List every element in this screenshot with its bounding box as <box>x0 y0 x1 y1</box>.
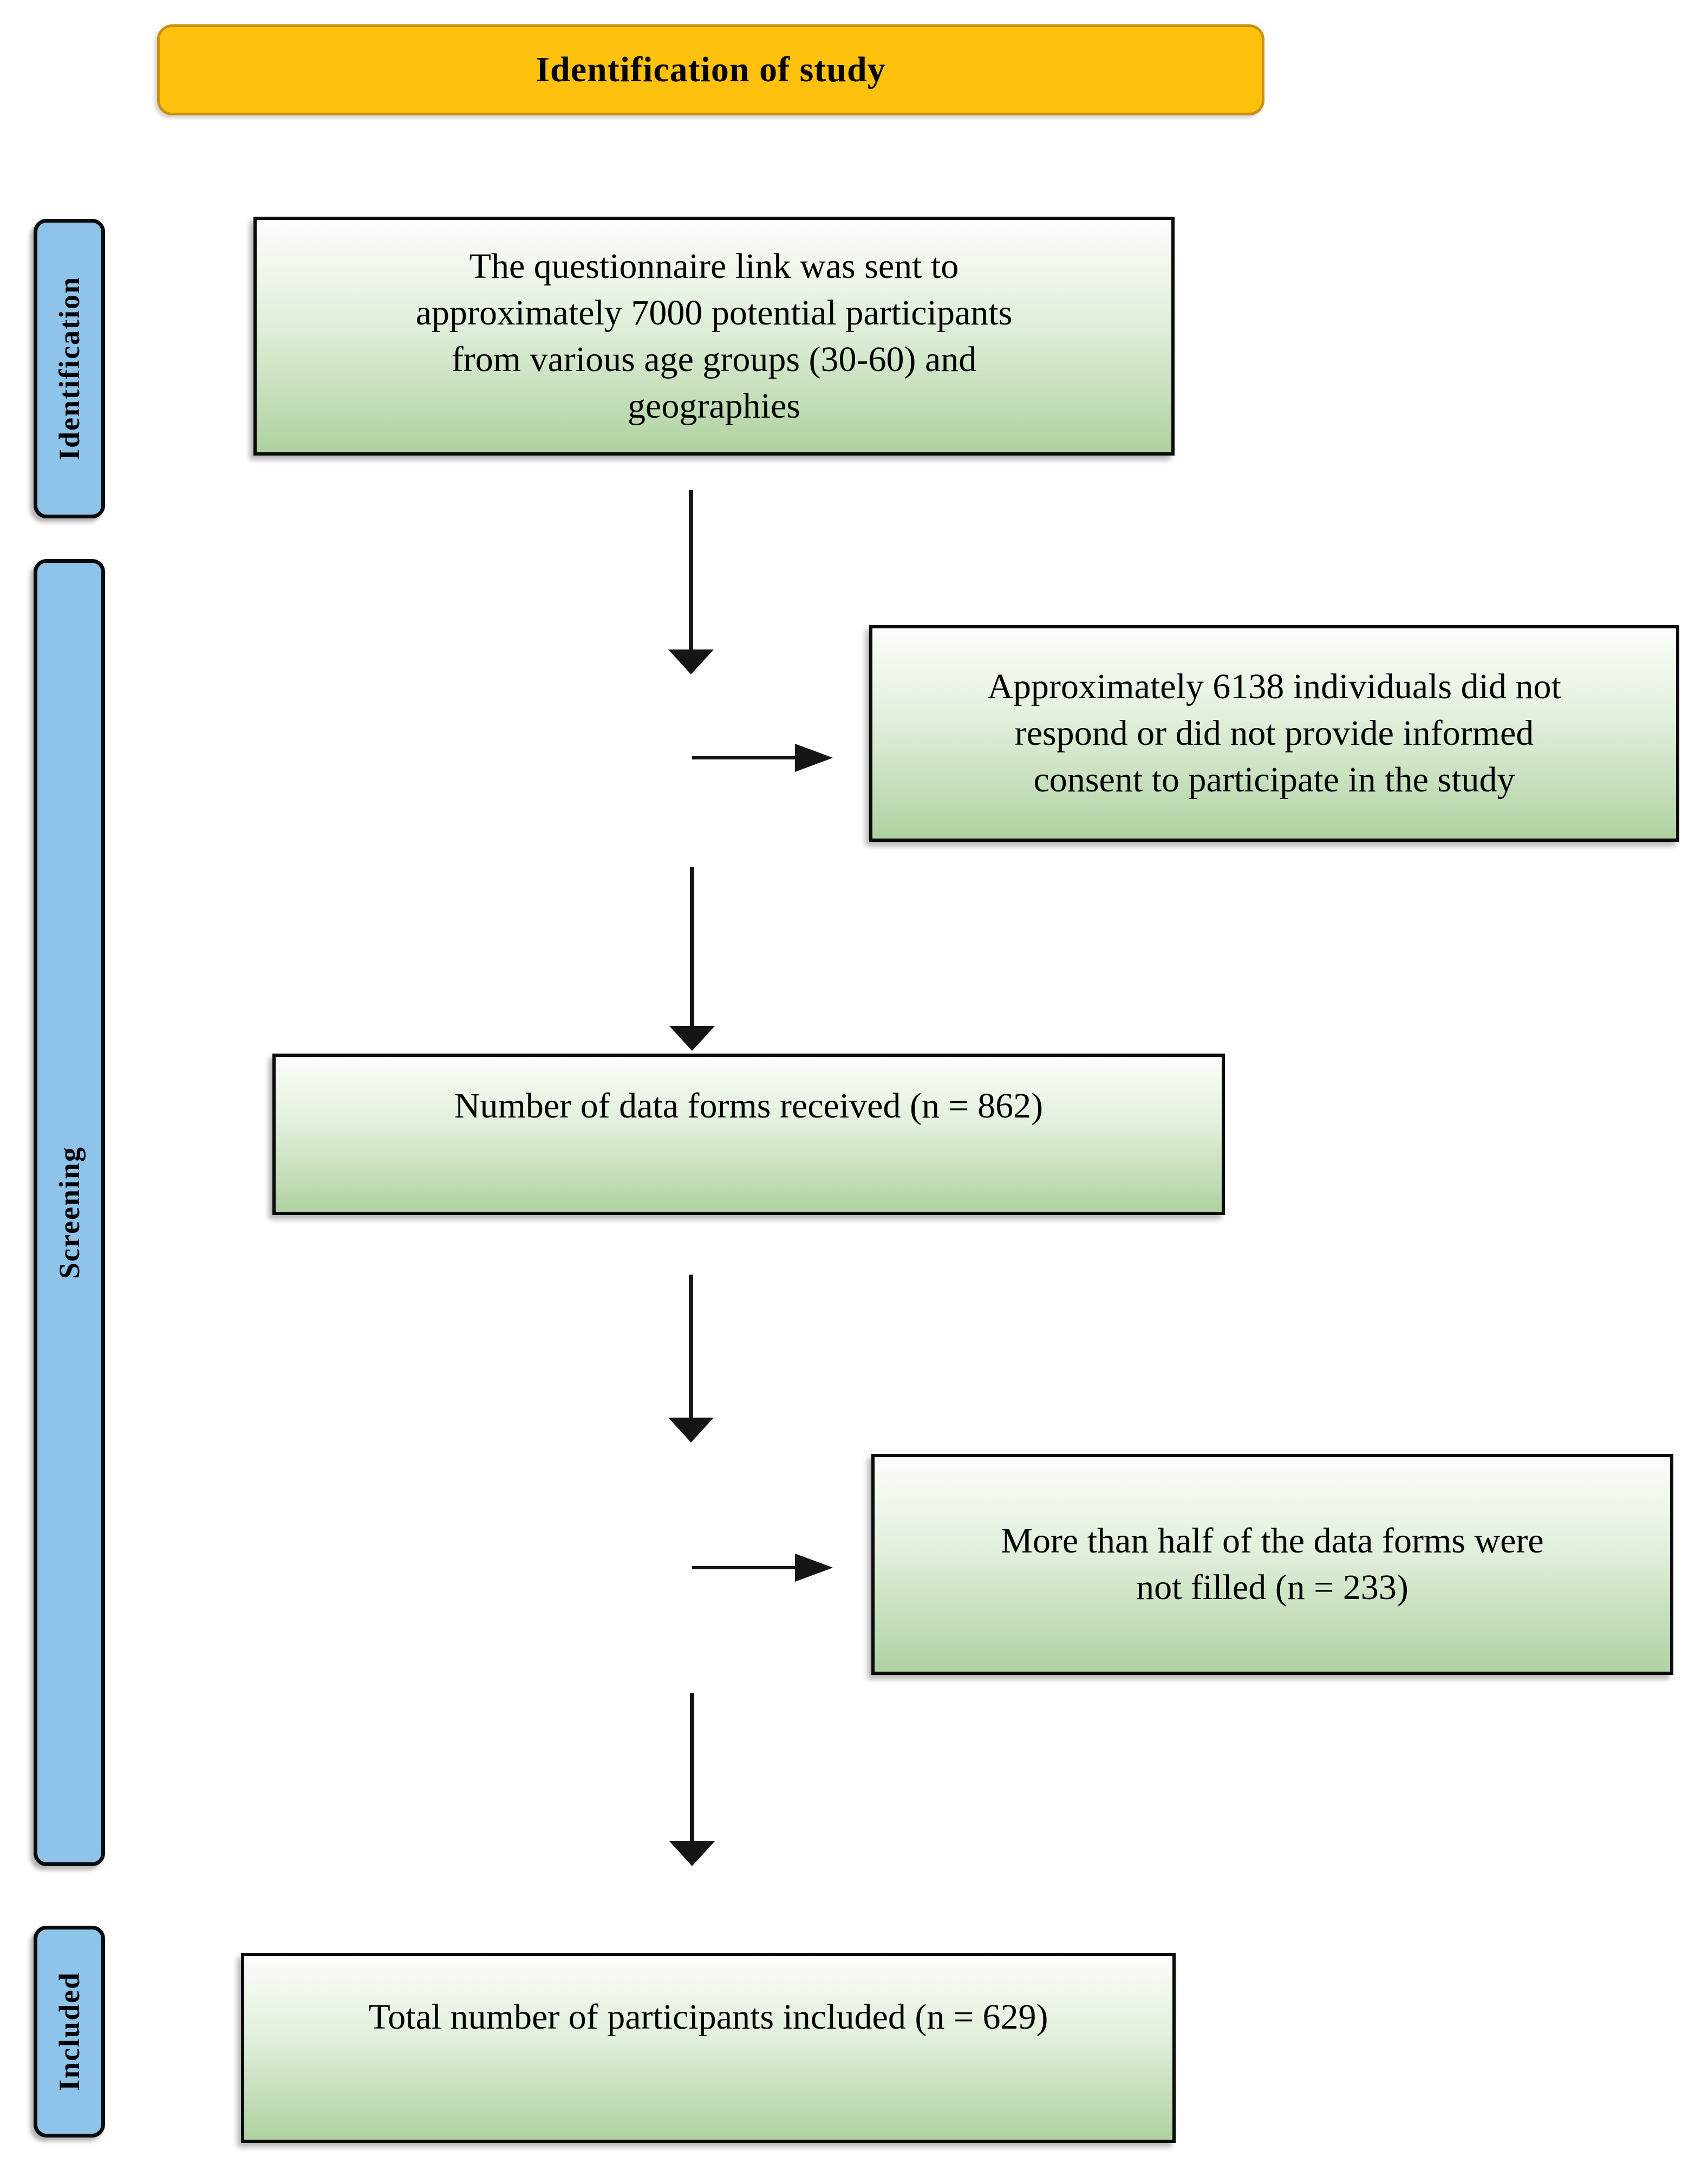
box-questionnaire-sent: The questionnaire link was sent to appro… <box>253 217 1175 456</box>
stage-label-screening-text: Screening <box>53 1146 86 1279</box>
arrow-down-2-head <box>669 1026 715 1051</box>
arrow-right-2-head <box>795 1554 833 1582</box>
box-questionnaire-sent-text: The questionnaire link was sent to appro… <box>415 246 1013 426</box>
arrow-right-2-line <box>692 1566 796 1569</box>
page-title: Identification of study <box>536 50 886 89</box>
arrow-right-1-line <box>692 756 796 759</box>
box-participants-included: Total number of participants included (n… <box>241 1953 1176 2143</box>
arrow-down-2-line <box>690 867 694 1026</box>
arrow-down-4-head <box>669 1841 715 1866</box>
stage-label-included: Included <box>34 1926 105 2137</box>
box-forms-received: Number of data forms received (n = 862) <box>272 1054 1225 1215</box>
stage-label-identification: Identification <box>34 219 105 518</box>
stage-label-included-text: Included <box>53 1972 86 2091</box>
arrow-down-4-line <box>690 1693 694 1842</box>
box-not-responded: Approximately 6138 individuals did not r… <box>869 625 1679 842</box>
arrow-down-3-line <box>689 1275 693 1418</box>
arrow-down-3-head <box>668 1418 714 1443</box>
stage-label-identification-text: Identification <box>53 276 86 461</box>
box-participants-included-text: Total number of participants included (n… <box>368 1997 1048 2037</box>
stage-label-screening: Screening <box>34 559 105 1866</box>
box-not-responded-text: Approximately 6138 individuals did not r… <box>987 667 1561 800</box>
arrow-right-1-head <box>795 744 833 772</box>
box-forms-received-text: Number of data forms received (n = 862) <box>454 1086 1044 1126</box>
box-forms-not-filled: More than half of the data forms were no… <box>871 1454 1673 1675</box>
box-forms-not-filled-text: More than half of the data forms were no… <box>1001 1521 1544 1607</box>
title-banner: Identification of study <box>157 24 1264 115</box>
arrow-down-1-line <box>689 490 693 650</box>
arrow-down-1-head <box>668 649 714 674</box>
